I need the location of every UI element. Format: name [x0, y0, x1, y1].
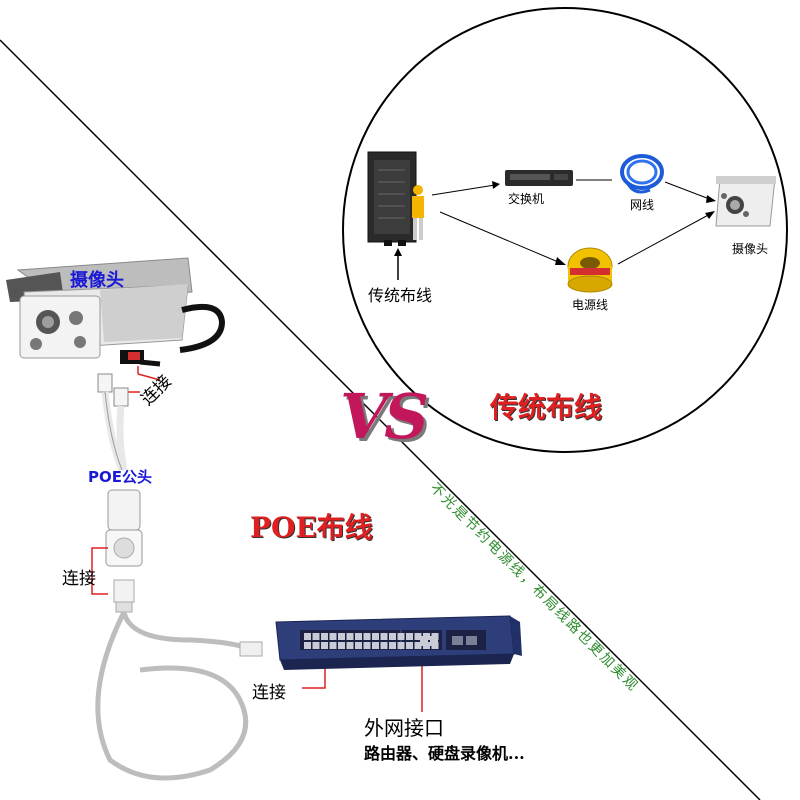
poe-splitter-icon: [98, 374, 128, 470]
switch-port: [381, 642, 388, 649]
vs-text: VS: [340, 380, 425, 453]
switch-port: [313, 633, 320, 640]
sfp-port: [466, 636, 477, 645]
traditional-title: 传统布线: [490, 386, 602, 426]
uplink-port: [430, 636, 438, 646]
switch-port: [389, 633, 396, 640]
switch-port: [372, 633, 379, 640]
switch-port: [304, 633, 311, 640]
switch-port: [381, 633, 388, 640]
switch-port: [330, 642, 337, 649]
switch-port: [347, 642, 354, 649]
switch-port: [338, 633, 345, 640]
switch-port: [313, 642, 320, 649]
uplink-label: 外网接口: [364, 712, 444, 741]
traditional-camera-icon: [716, 176, 776, 226]
switch-port: [364, 642, 371, 649]
rack-label: 传统布线: [368, 282, 432, 306]
switch-port: [338, 642, 345, 649]
connect-label-3: 连接: [252, 678, 286, 703]
power-label: 电源线: [572, 296, 608, 313]
switch-port: [347, 633, 354, 640]
switch-port: [355, 642, 362, 649]
switch-port: [398, 633, 405, 640]
switch-port: [406, 642, 413, 649]
uplink-port: [420, 636, 428, 646]
switch-label: 交换机: [508, 190, 544, 207]
cable-label: 网线: [630, 196, 654, 213]
poe-male-label: POE公头: [88, 466, 152, 487]
power-cable-icon: [568, 248, 612, 292]
sfp-port: [452, 636, 463, 645]
traditional-camera-label: 摄像头: [732, 240, 768, 257]
switch-port: [372, 642, 379, 649]
switch-port: [364, 633, 371, 640]
switch-port: [406, 633, 413, 640]
rj45-plug-icon: [114, 580, 134, 612]
rack-icon: [368, 152, 424, 246]
connect-label-2: 连接: [62, 564, 96, 589]
poe-camera-label: 摄像头: [70, 266, 124, 292]
switch-port: [330, 633, 337, 640]
switch-port: [321, 642, 328, 649]
switch-port: [321, 633, 328, 640]
switch-port: [389, 642, 396, 649]
switch-icon: [505, 170, 573, 186]
poe-male-connector-icon: [106, 490, 142, 566]
switch-port: [355, 633, 362, 640]
poe-title: POE布线: [250, 506, 373, 546]
uplink-desc: 路由器、硬盘录像机...: [364, 740, 525, 764]
cable-plug-icon: [240, 642, 262, 656]
switch-port: [304, 642, 311, 649]
switch-port: [398, 642, 405, 649]
